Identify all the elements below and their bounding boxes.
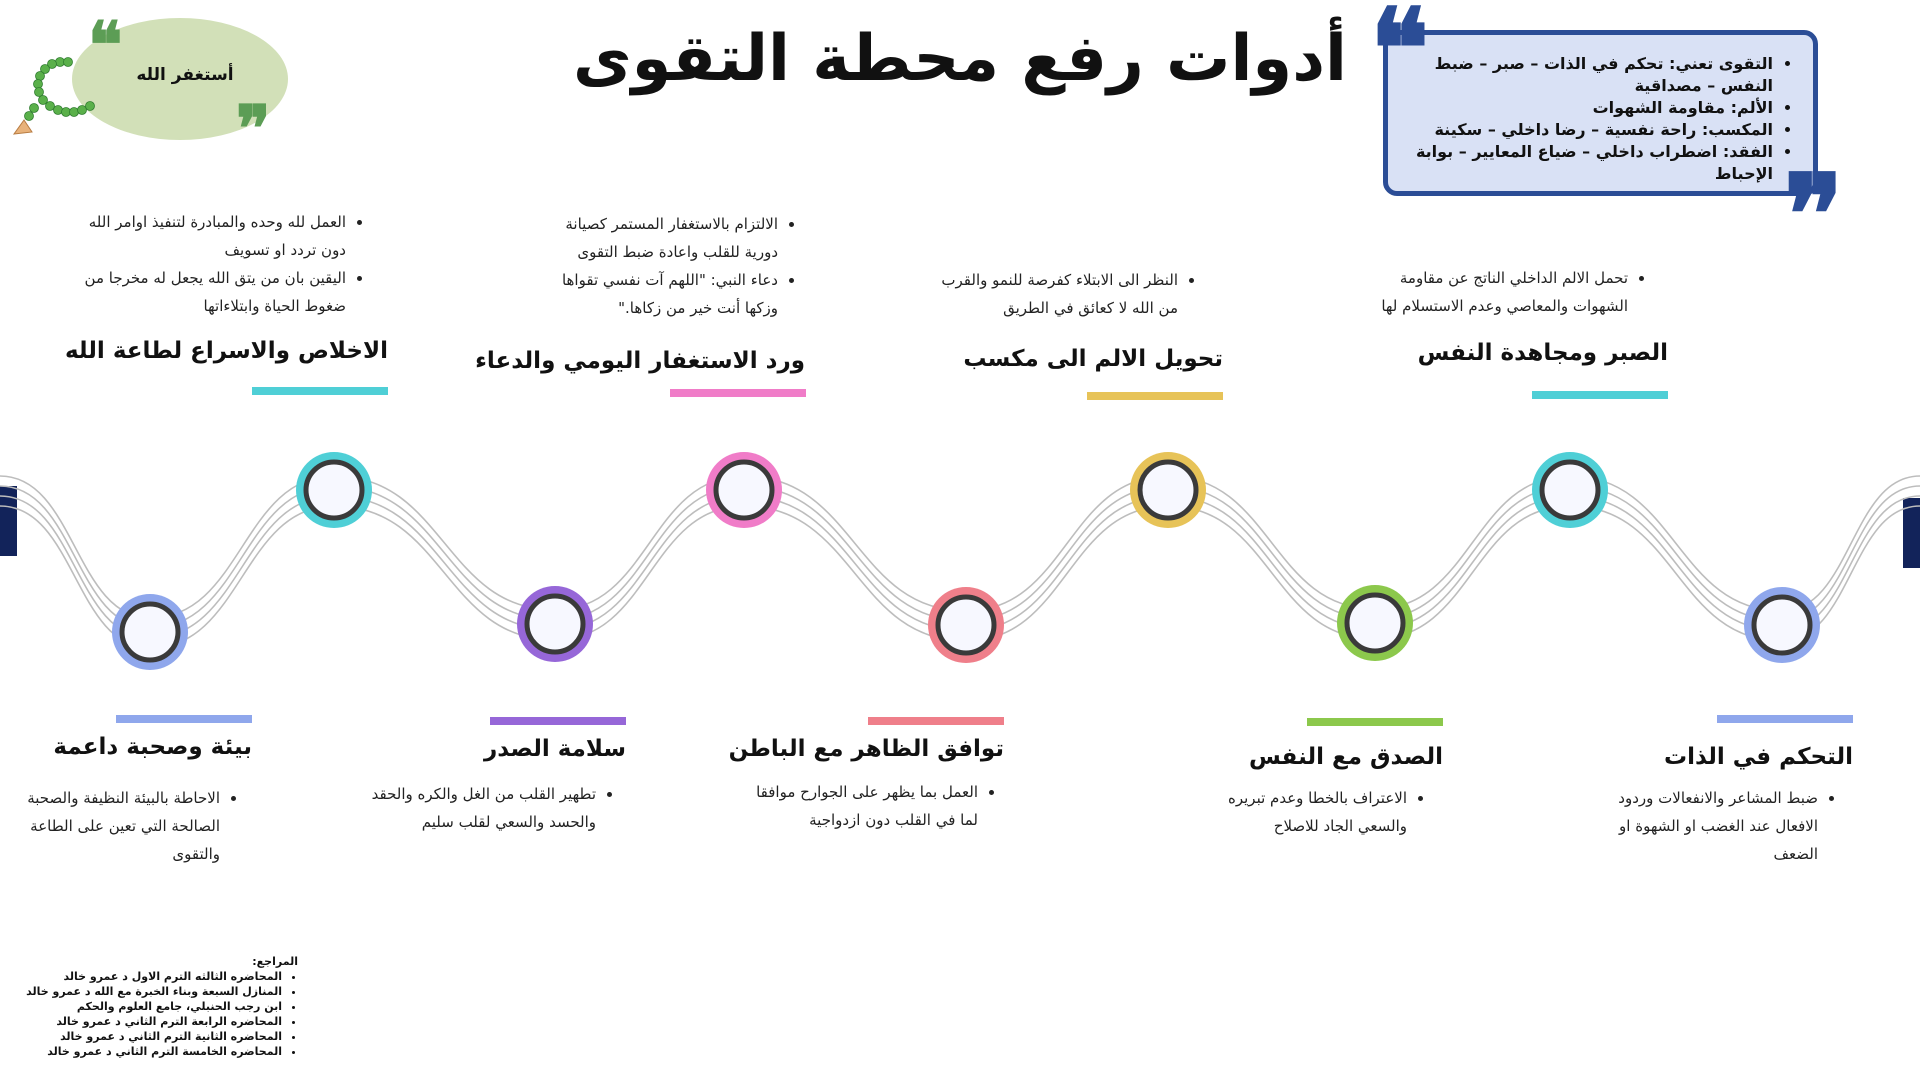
reference-item: المحاضره الثالثه الترم الاول د عمرو خالد [8, 969, 282, 984]
station-bar-pain [1087, 392, 1223, 400]
station-label-environment: بيئة وصحبة داعمة [20, 734, 252, 760]
station-bar-heart [490, 717, 626, 725]
desc-point: النظر الى الابتلاء كفرصة للنمو والقرب من… [940, 266, 1178, 322]
station-bar-harmony [868, 717, 1004, 725]
desc-point: اليقين بان من يتق الله يجعل له مخرجا من … [60, 264, 346, 320]
bottom-desc-1: الاحاطة بالبيئة النظيفة والصحبة الصالحة … [10, 784, 242, 868]
bottom-desc-2: تطهير القلب من الغل والكره والحقد والحسد… [355, 780, 618, 836]
desc-point: الاحاطة بالبيئة النظيفة والصحبة الصالحة … [10, 784, 220, 868]
station-label-istighfar: ورد الاستغفار اليومي والدعاء [460, 348, 805, 374]
station-bar-selfcontrol [1717, 715, 1853, 723]
node-environment [112, 594, 188, 670]
references-title: المراجع: [8, 954, 298, 969]
desc-point: الالتزام بالاستغفار المستمر كصيانة دورية… [530, 210, 778, 266]
desc-point: تحمل الالم الداخلي الناتج عن مقاومة الشه… [1370, 264, 1628, 320]
desc-point: العمل لله وحده والمبادرة لتنفيذ اوامر ال… [60, 208, 346, 264]
reference-item: المنازل السبعة وبناء الخبرة مع الله د عم… [8, 984, 282, 999]
reference-item: المحاضره الرابعة الترم الثاني د عمرو خال… [8, 1014, 282, 1029]
top-desc-4: تحمل الالم الداخلي الناتج عن مقاومة الشه… [1370, 264, 1650, 320]
references: المراجع: المحاضره الثالثه الترم الاول د … [8, 954, 298, 1059]
station-label-selfcontrol: التحكم في الذات [1600, 744, 1853, 770]
station-label-heart: سلامة الصدر [400, 736, 626, 762]
station-label-harmony: توافق الظاهر مع الباطن [700, 736, 1004, 762]
node-selfcontrol [1744, 587, 1820, 663]
bottom-desc-4: الاعتراف بالخطا وعدم تبريره والسعي الجاد… [1225, 784, 1429, 840]
station-bar-environment [116, 715, 252, 723]
bottom-desc-5: ضبط المشاعر والانفعالات وردود الافعال عن… [1600, 784, 1840, 868]
reference-item: المحاضره الخامسة الترم الثاني د عمرو خال… [8, 1044, 282, 1059]
station-label-honesty: الصدق مع النفس [1170, 744, 1443, 770]
top-desc-1: العمل لله وحده والمبادرة لتنفيذ اوامر ال… [60, 208, 368, 320]
station-bar-patience [1532, 391, 1668, 399]
station-label-ikhlas: الاخلاص والاسراع لطاعة الله [40, 338, 388, 364]
node-patience [1532, 452, 1608, 528]
node-honesty [1337, 585, 1413, 661]
desc-point: تطهير القلب من الغل والكره والحقد والحسد… [355, 780, 596, 836]
node-pain [1130, 452, 1206, 528]
desc-point: العمل بما يظهر على الجوارح موافقا لما في… [740, 778, 978, 834]
node-istighfar [706, 452, 782, 528]
node-heart [517, 586, 593, 662]
station-bar-honesty [1307, 718, 1443, 726]
node-harmony [928, 587, 1004, 663]
bottom-desc-3: العمل بما يظهر على الجوارح موافقا لما في… [740, 778, 1000, 834]
station-label-pain: تحويل الالم الى مكسب [900, 346, 1223, 372]
station-bar-ikhlas [252, 387, 388, 395]
top-desc-3: النظر الى الابتلاء كفرصة للنمو والقرب من… [940, 266, 1200, 322]
reference-item: المحاضره الثانية الترم الثاني د عمرو خال… [8, 1029, 282, 1044]
node-ikhlas [296, 452, 372, 528]
desc-point: ضبط المشاعر والانفعالات وردود الافعال عن… [1600, 784, 1818, 868]
station-bar-istighfar [670, 389, 806, 397]
top-desc-2: الالتزام بالاستغفار المستمر كصيانة دورية… [530, 210, 800, 322]
desc-point: الاعتراف بالخطا وعدم تبريره والسعي الجاد… [1225, 784, 1407, 840]
station-label-patience: الصبر ومجاهدة النفس [1350, 340, 1668, 366]
desc-point: دعاء النبي: "اللهم آت نفسي تقواها وزكها … [530, 266, 778, 322]
reference-item: ابن رجب الحنبلي، جامع العلوم والحكم [8, 999, 282, 1014]
